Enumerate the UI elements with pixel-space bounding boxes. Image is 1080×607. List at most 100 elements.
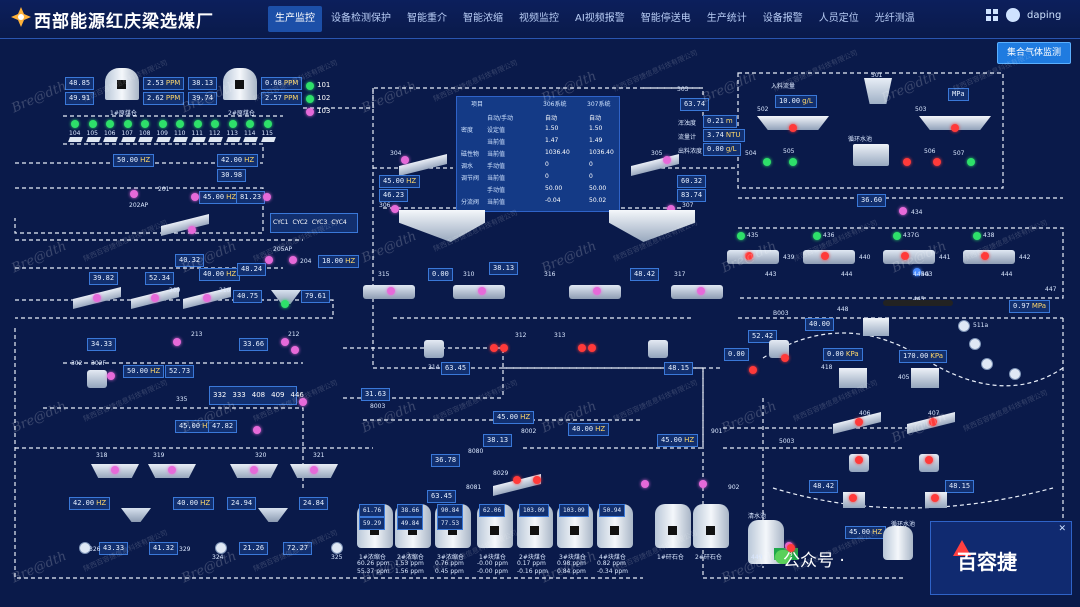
alarm-dot-icon[interactable] [931, 494, 939, 502]
feeder-belt[interactable] [208, 137, 223, 142]
pump-icon[interactable] [79, 542, 91, 554]
settling-tank[interactable] [757, 116, 829, 130]
feeder-belt[interactable] [85, 137, 101, 142]
feeder-status-dot-icon[interactable] [141, 120, 149, 128]
status-dot-icon[interactable] [789, 158, 797, 166]
alarm-dot-icon[interactable] [500, 344, 508, 352]
status-dot-icon[interactable] [813, 232, 821, 240]
fan-icon[interactable] [958, 320, 970, 332]
feeder-status-dot-icon[interactable] [106, 120, 114, 128]
alarm-dot-icon[interactable] [903, 158, 911, 166]
alarm-dot-icon[interactable] [929, 418, 937, 426]
status-dot-icon[interactable] [667, 205, 675, 213]
status-dot-icon[interactable] [913, 268, 921, 276]
silo[interactable] [693, 504, 729, 548]
status-dot-icon[interactable] [973, 232, 981, 240]
alarm-dot-icon[interactable] [925, 456, 933, 464]
alarm-dot-icon[interactable] [789, 124, 797, 132]
status-dot-icon[interactable] [893, 232, 901, 240]
status-dot-icon[interactable] [737, 232, 745, 240]
status-dot-icon[interactable] [663, 156, 671, 164]
status-dot-icon[interactable] [111, 466, 119, 474]
feeder-belt[interactable] [138, 137, 153, 142]
nav-smart-thickening[interactable]: 智能浓缩 [463, 13, 503, 24]
fan-icon[interactable] [969, 338, 981, 350]
nav-production-stats[interactable]: 生产统计 [706, 13, 747, 24]
alarm-dot-icon[interactable] [513, 476, 521, 484]
feeder-status-dot-icon[interactable] [263, 120, 272, 128]
feeder-belt[interactable] [103, 137, 118, 142]
status-dot-icon[interactable] [401, 156, 409, 164]
alarm-dot-icon[interactable] [745, 252, 753, 260]
alarm-dot-icon[interactable] [933, 158, 941, 166]
alarm-dot-icon[interactable] [781, 354, 789, 362]
ball-mill[interactable] [803, 250, 855, 264]
circulating-water-tank[interactable] [883, 526, 913, 560]
status-dot-icon[interactable] [641, 480, 649, 488]
status-dot-icon[interactable] [478, 287, 486, 295]
settling-tank[interactable] [919, 116, 991, 130]
feeder-status-dot-icon[interactable] [246, 120, 254, 128]
silo[interactable] [655, 504, 691, 548]
status-dot-icon[interactable] [699, 480, 707, 488]
centrifuge[interactable] [911, 368, 939, 388]
nav-smart-dense-medium[interactable]: 智能重介 [407, 13, 447, 24]
username[interactable]: daping [1027, 10, 1062, 21]
feeder-status-dot-icon[interactable] [158, 120, 167, 128]
alarm-dot-icon[interactable] [981, 252, 989, 260]
feeder-belt[interactable] [260, 137, 276, 142]
nav-video-monitor[interactable]: 视频监控 [519, 13, 559, 24]
feeder-belt[interactable] [155, 137, 171, 142]
status-dot-icon[interactable] [107, 372, 115, 380]
status-dot-icon[interactable] [697, 287, 705, 295]
status-dot-icon[interactable] [281, 338, 289, 346]
pump-icon[interactable] [331, 542, 343, 554]
filter-press[interactable] [863, 318, 889, 336]
alarm-dot-icon[interactable] [533, 476, 541, 484]
pump[interactable] [87, 370, 107, 388]
status-dot-icon[interactable] [291, 346, 299, 354]
status-dot-icon[interactable] [188, 226, 196, 234]
nav-smart-power[interactable]: 智能停送电 [640, 13, 691, 24]
conveyor-belt[interactable] [883, 300, 953, 306]
centrifuge[interactable] [839, 368, 867, 388]
alarm-dot-icon[interactable] [901, 252, 909, 260]
water-treatment-unit[interactable] [853, 144, 889, 166]
status-dot-icon[interactable] [253, 426, 261, 434]
status-dot-icon[interactable] [299, 398, 307, 406]
raw-coal-tank-2[interactable] [223, 68, 257, 100]
status-dot-icon[interactable] [173, 338, 181, 346]
nav-ai-video-alarm[interactable]: AI视频报警 [575, 13, 625, 24]
alarm-dot-icon[interactable] [855, 456, 863, 464]
nav-personnel-location[interactable]: 人员定位 [818, 13, 859, 24]
feeder-belt[interactable] [243, 137, 258, 142]
feeder-belt[interactable] [68, 137, 83, 142]
alarm-dot-icon[interactable] [821, 252, 829, 260]
feeder-status-dot-icon[interactable] [228, 120, 237, 128]
status-dot-icon[interactable] [281, 300, 289, 308]
status-dot-icon[interactable] [387, 287, 395, 295]
pump[interactable] [424, 340, 444, 358]
status-dot-icon[interactable] [310, 466, 318, 474]
alarm-dot-icon[interactable] [855, 418, 863, 426]
reagent-tank[interactable] [864, 78, 892, 104]
status-dot-icon[interactable] [130, 190, 138, 198]
feeder-status-dot-icon[interactable] [211, 120, 219, 128]
feeder-status-dot-icon[interactable] [88, 120, 97, 128]
gas-monitor-button[interactable]: 集合气体监测 [997, 42, 1071, 64]
status-dot-icon[interactable] [289, 256, 297, 264]
alarm-dot-icon[interactable] [749, 366, 757, 374]
pump[interactable] [648, 340, 668, 358]
ball-mill[interactable] [963, 250, 1015, 264]
feeder-belt[interactable] [225, 137, 241, 142]
status-dot-icon[interactable] [265, 256, 273, 264]
status-dot-icon[interactable] [391, 205, 399, 213]
status-dot-icon[interactable] [191, 193, 199, 201]
pump-icon[interactable] [215, 542, 227, 554]
nav-equipment-protection[interactable]: 设备检测保护 [331, 13, 391, 24]
nav-fiber-temperature[interactable]: 光纤测温 [874, 13, 915, 24]
feeder-status-dot-icon[interactable] [193, 120, 202, 128]
status-dot-icon[interactable] [263, 193, 271, 201]
alarm-dot-icon[interactable] [490, 344, 498, 352]
alarm-dot-icon[interactable] [951, 124, 959, 132]
